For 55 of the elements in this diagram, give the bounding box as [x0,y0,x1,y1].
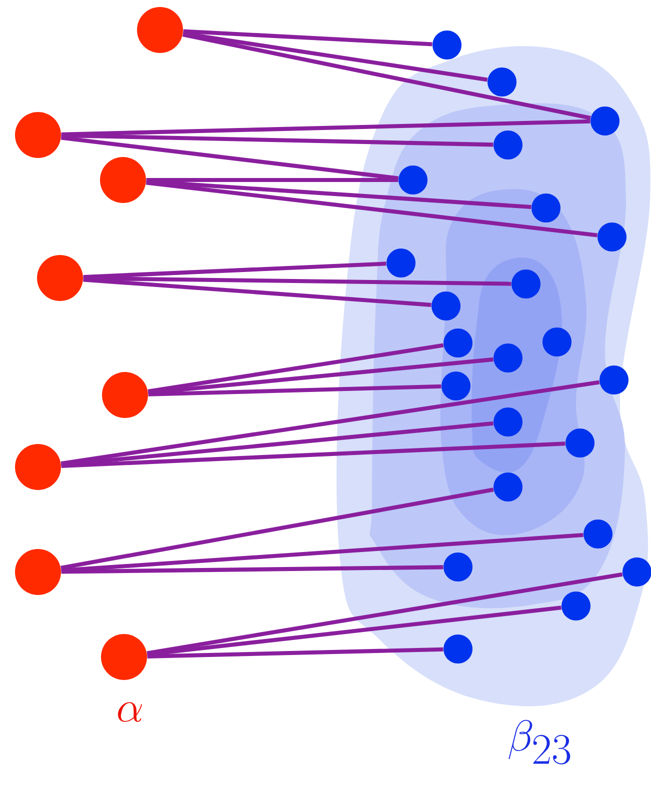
connector-line [83,276,512,286]
node-dot [494,130,522,160]
beta-label: $\beta_{23}$ [508,720,570,764]
node-dot [444,552,472,582]
node-dot [432,30,462,60]
node-dot [101,634,147,680]
connector-line [147,647,444,658]
connector-line [83,278,432,307]
node-dot [494,408,522,436]
connector-line [61,133,494,147]
node-dot [386,248,416,278]
connector-line [61,442,566,468]
connector-line [61,421,494,467]
node-dot [512,270,540,298]
node-dot [102,372,148,418]
node-dot [444,634,472,664]
node-dot [542,328,572,356]
node-dot [137,7,183,53]
connector-line [148,343,444,394]
connector-line [146,572,623,656]
node-dot [566,428,594,458]
connector-line [60,136,398,180]
node-dot [37,255,83,301]
node-dot [15,444,61,490]
node-dot [494,472,522,502]
connector-line [148,357,494,395]
node-dot [600,366,628,394]
node-dot [15,549,61,595]
node-dot [444,328,472,358]
connector-line [183,29,432,46]
connector-line [146,180,532,210]
connector-line [61,565,444,574]
connector-line [61,119,590,136]
node-dot [532,194,560,222]
alpha-label: $\alpha$ [118,702,142,722]
connector-line [146,178,398,182]
node-dot [100,157,146,203]
connector-line [148,384,442,396]
node-dot [432,292,460,320]
connector-line [146,180,598,238]
node-dot [598,222,626,252]
node-dot [488,68,516,96]
connector-line [61,533,584,572]
connector-line [182,32,488,82]
connector-line [146,606,562,656]
connector-line [83,262,386,279]
connector-line [60,488,494,570]
node-dot [584,520,612,548]
node-dot [562,592,590,620]
node-dot [15,112,61,158]
node-dot [590,106,620,136]
node-dot [494,344,522,372]
connector-line [182,32,591,120]
node-dot [398,166,428,194]
node-dot [442,372,470,400]
